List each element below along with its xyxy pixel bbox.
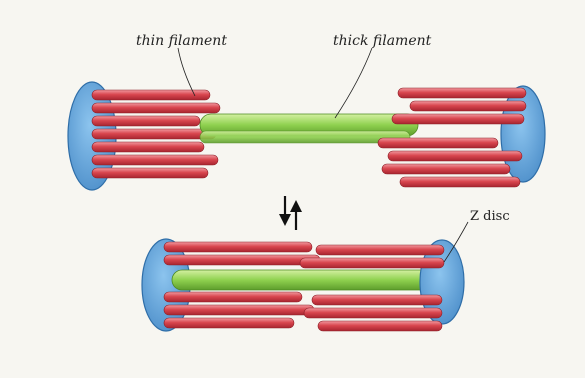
- thin-filament-leader: [178, 48, 195, 96]
- contracted-sarcomere: [142, 239, 464, 331]
- thick-filament-label: thick filament: [333, 33, 432, 49]
- double-arrow-icon: [279, 196, 302, 230]
- thin-filament-label: thin filament: [136, 33, 227, 49]
- z-disc-label: Z disc: [470, 209, 510, 224]
- thick-filament-contracted: [172, 270, 442, 290]
- thick-filament-leader: [335, 48, 372, 118]
- relaxed-sarcomere: [68, 82, 545, 190]
